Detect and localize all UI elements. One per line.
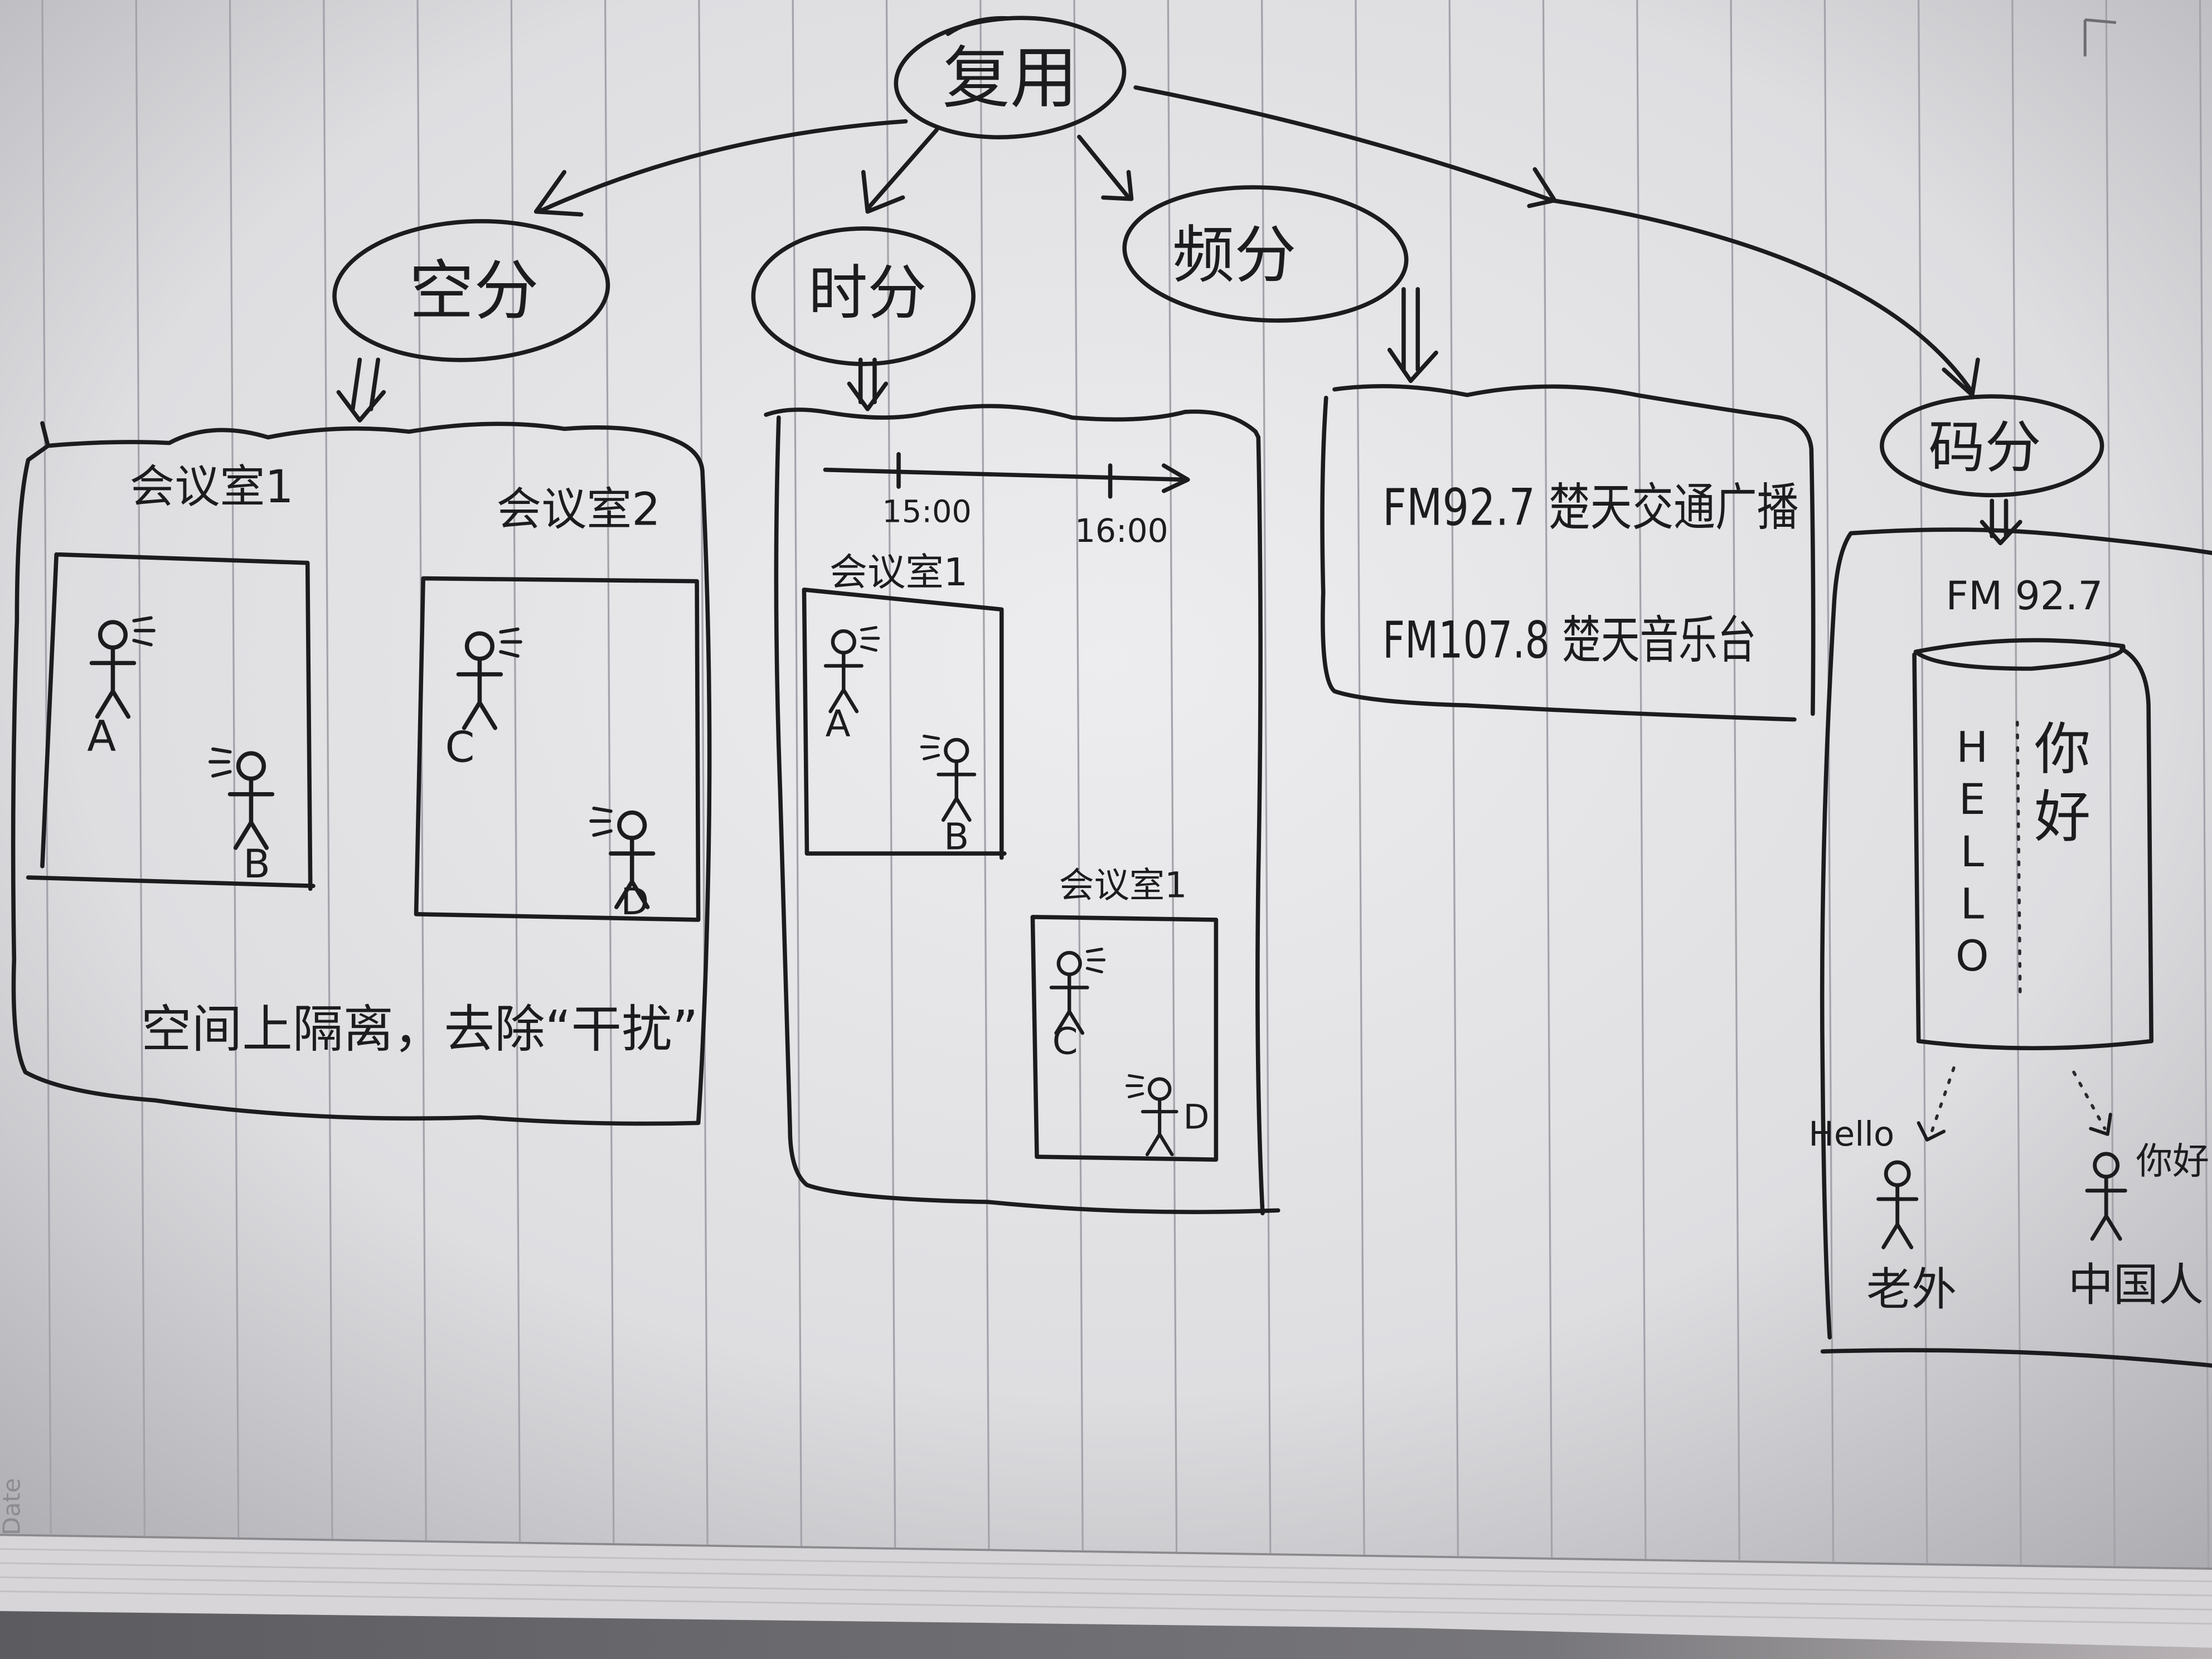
room-box xyxy=(1030,915,1219,1162)
time-division-panel: 15:00 16:00 会议室1 A B 会议室1 xyxy=(764,404,1280,1216)
space-panel-outline xyxy=(11,421,712,1126)
branch-space: 空分 xyxy=(332,219,610,362)
timeline-axis xyxy=(823,463,1190,493)
paper-bottom-edge xyxy=(0,1534,2212,1570)
frequency-panel-outline xyxy=(1320,384,1816,722)
root-node: 复用 xyxy=(894,16,1127,139)
decode-arrowhead-right xyxy=(2089,1113,2112,1136)
room-title: 会议室1 xyxy=(1059,864,1187,905)
branch-frequency: 频分 xyxy=(1122,185,1409,323)
room-box xyxy=(802,588,1007,860)
listener-chinese: 你好 中国人 xyxy=(2068,1139,2209,1312)
arrow-to-space xyxy=(533,119,908,217)
listener-label: 老外 xyxy=(1866,1264,1957,1316)
person-b: B xyxy=(920,734,977,858)
branch-frequency-label: 频分 xyxy=(1172,220,1297,292)
person-label: B xyxy=(944,815,969,858)
person-label: C xyxy=(1052,1020,1078,1063)
code-panel-outline xyxy=(1820,527,2212,1368)
arrow-to-time xyxy=(861,128,939,214)
space-division-note: 空间上隔离，去除“干扰” xyxy=(141,1000,698,1059)
double-arrow-space xyxy=(336,357,386,423)
decode-arrowhead-left xyxy=(1917,1121,1946,1142)
paper-sheet xyxy=(0,0,2212,1569)
branch-time-label: 时分 xyxy=(808,259,927,328)
listener-foreigner: Hello 老外 xyxy=(1808,1115,1957,1316)
decode-arrow-right xyxy=(2072,1070,2107,1131)
speech-text: 你好 xyxy=(2136,1139,2209,1182)
room-box xyxy=(414,576,701,922)
person-c: C xyxy=(1049,948,1106,1063)
timeline: 15:00 16:00 xyxy=(823,452,1190,550)
station-line: FM107.8 楚天音乐台 xyxy=(1382,610,1757,670)
space-division-panel: 会议室1 A B 会议室2 C xyxy=(11,421,712,1126)
branch-time: 时分 xyxy=(751,226,976,366)
person-label: C xyxy=(445,723,474,772)
time-panel-outline xyxy=(764,404,1280,1216)
frequency-division-panel: FM92.7 楚天交通广播 FM107.8 楚天音乐台 xyxy=(1320,384,1816,722)
encoded-stream-nihao: 你好 xyxy=(2034,716,2090,850)
person-label: A xyxy=(87,711,116,760)
arrow-to-code xyxy=(1133,85,1980,397)
root-label: 复用 xyxy=(942,38,1078,118)
arrow-to-frequency xyxy=(1077,134,1134,201)
room-title: 会议室1 xyxy=(830,551,968,595)
double-arrow-time xyxy=(847,357,889,411)
corner-mark xyxy=(2083,18,2117,57)
branch-code: 码分 xyxy=(1880,394,2104,498)
person-a: A xyxy=(87,616,156,760)
person-c: C xyxy=(445,627,522,772)
double-arrow-frequency xyxy=(1387,287,1438,384)
channel-container xyxy=(1912,638,2153,1051)
channel-label: FM 92.7 xyxy=(1946,573,2103,619)
decode-arrow-left xyxy=(1928,1066,1956,1139)
station-line: FM92.7 楚天交通广播 xyxy=(1382,478,1799,537)
room-title: 会议室2 xyxy=(496,483,660,536)
root-arrows xyxy=(533,85,1980,397)
person-d: D xyxy=(1126,1074,1210,1157)
timeline-tick-label: 16:00 xyxy=(1075,512,1168,550)
person-label: A xyxy=(826,702,851,745)
person-d: D xyxy=(589,807,656,923)
person-b: B xyxy=(208,747,275,887)
branch-code-label: 码分 xyxy=(1928,415,2041,481)
table-surface xyxy=(0,1611,2212,1659)
page-stack-lines xyxy=(0,1548,2212,1625)
double-arrows xyxy=(336,287,2022,546)
person-label: D xyxy=(1183,1098,1210,1137)
person-label: B xyxy=(243,841,270,887)
date-margin-label: Date xyxy=(0,1478,26,1535)
timeline-tick-label: 15:00 xyxy=(882,493,971,530)
person-a: A xyxy=(823,626,880,745)
room-box xyxy=(26,552,316,891)
room-title: 会议室1 xyxy=(129,461,293,513)
speech-text: Hello xyxy=(1808,1115,1894,1154)
listener-label: 中国人 xyxy=(2068,1259,2204,1312)
person-label: D xyxy=(620,880,649,923)
branch-space-label: 空分 xyxy=(409,254,539,329)
